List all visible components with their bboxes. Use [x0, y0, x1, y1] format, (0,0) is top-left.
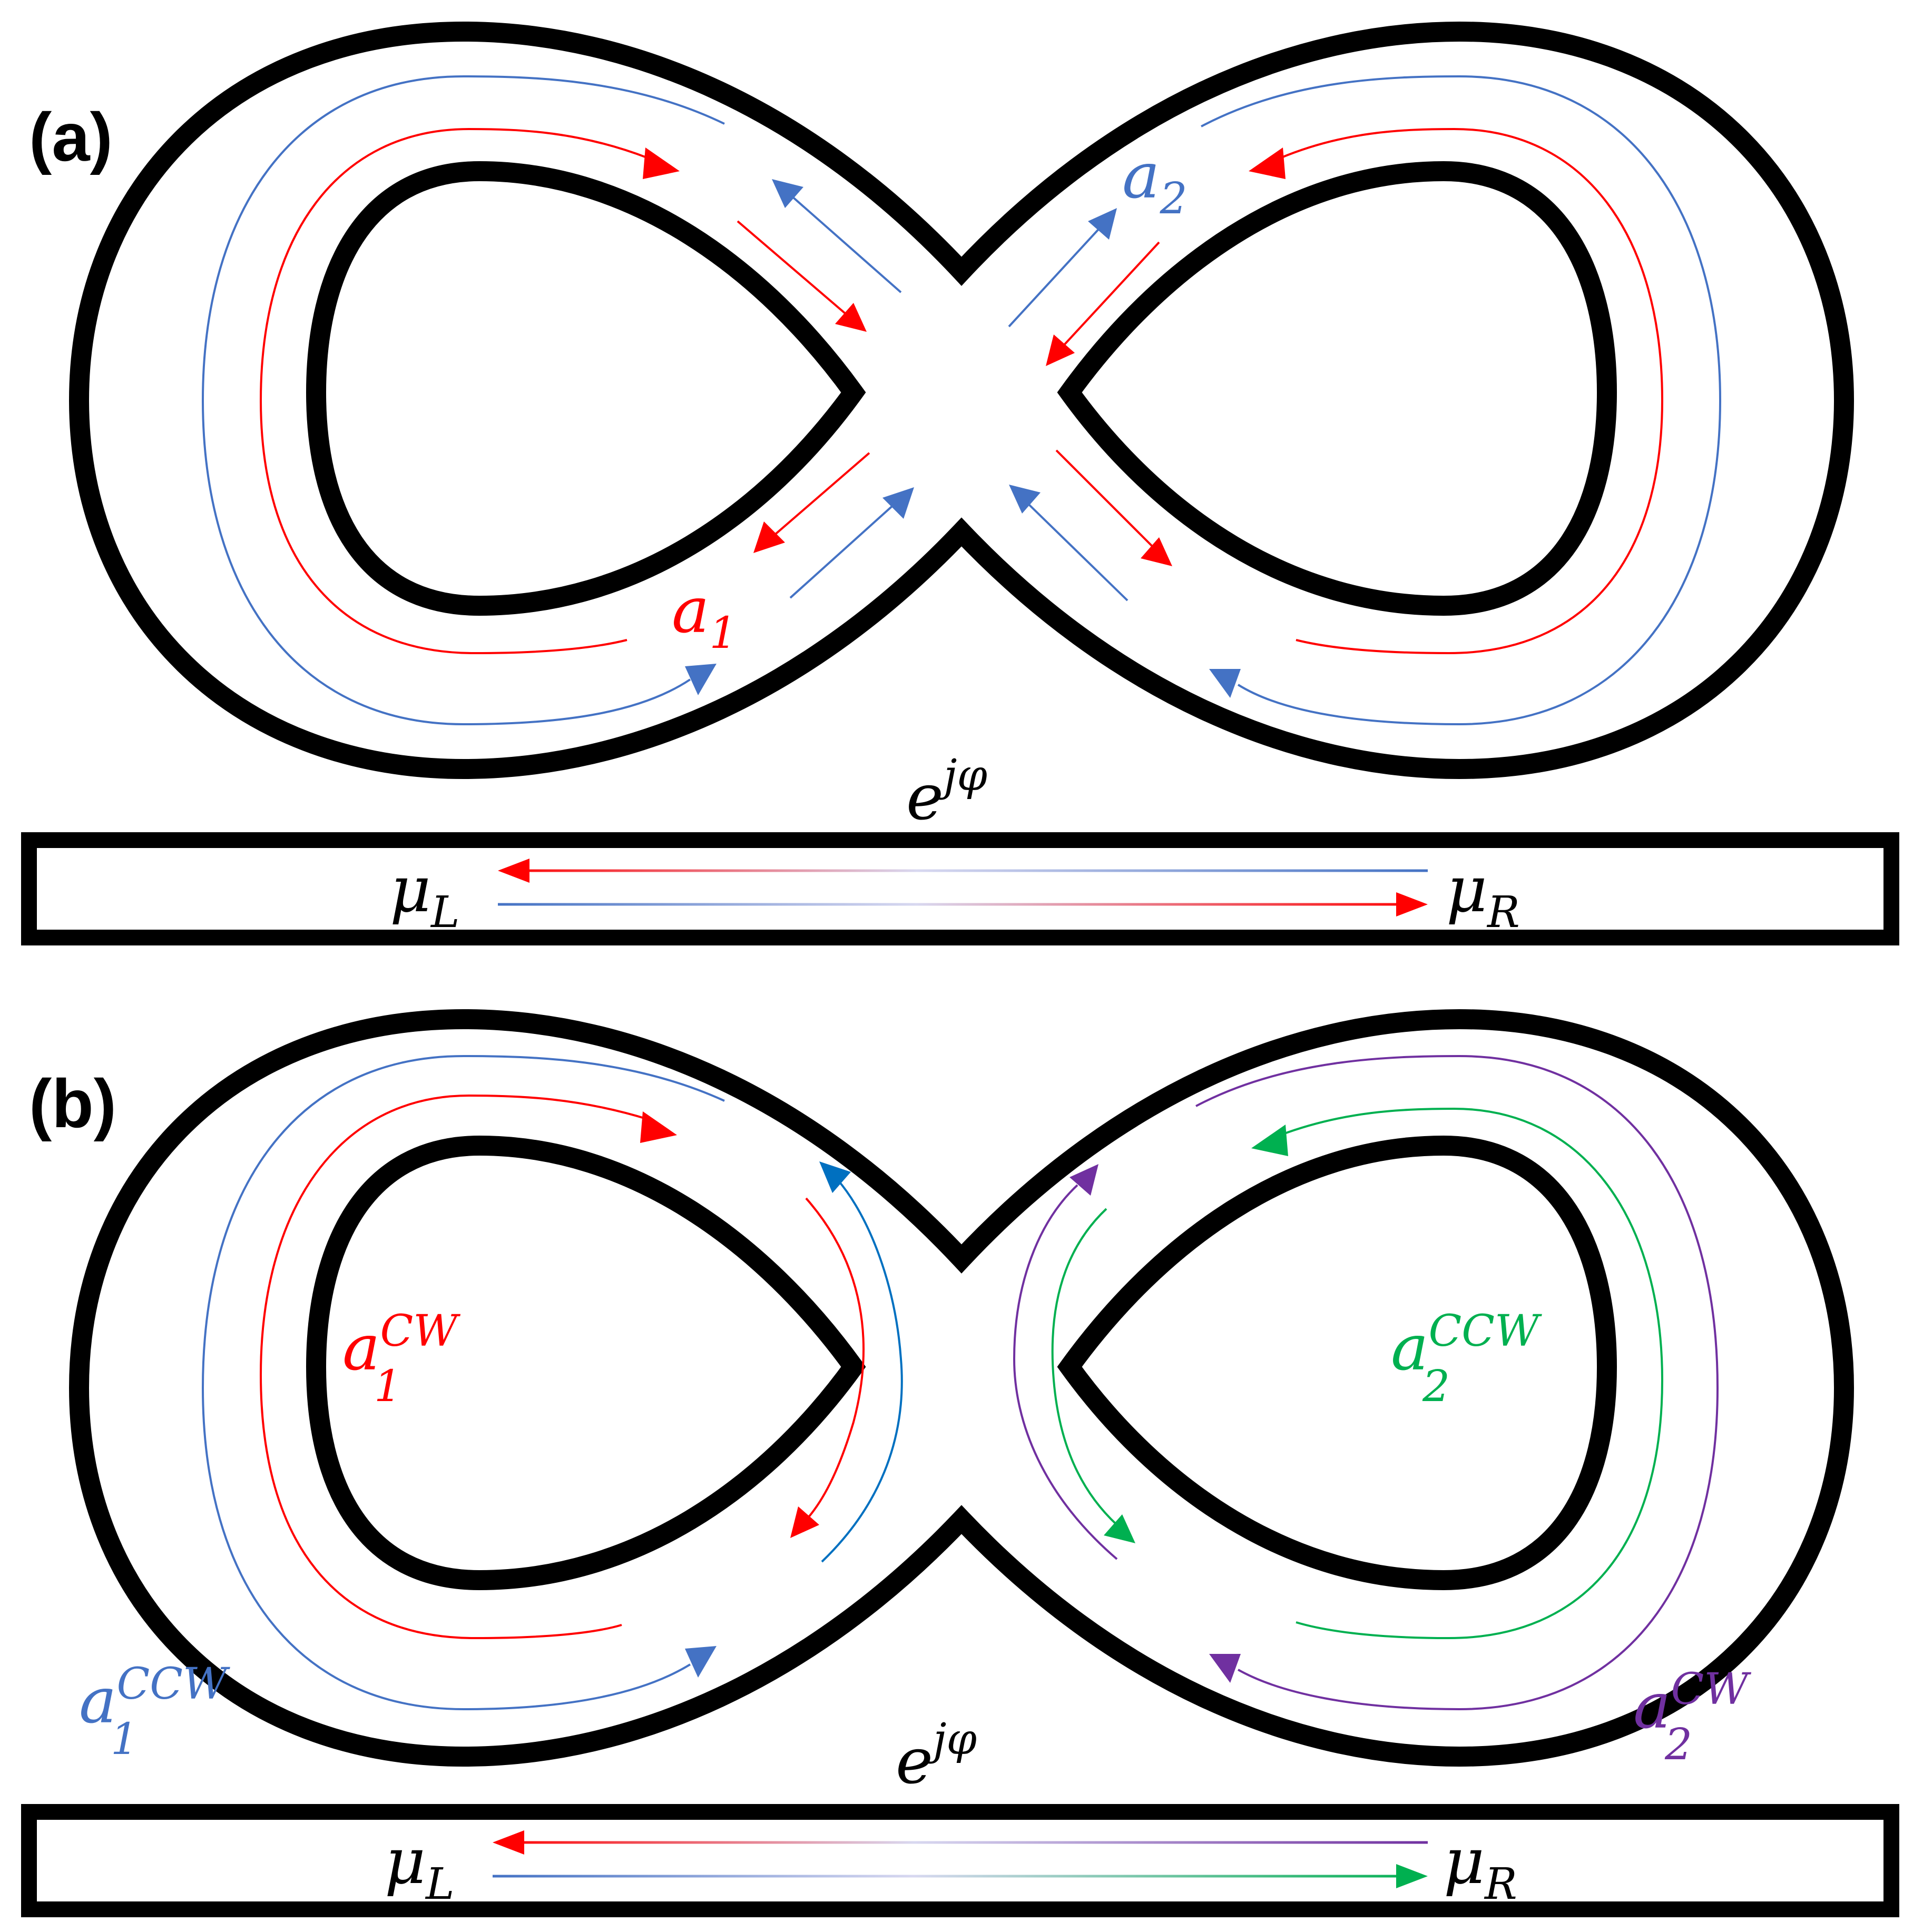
port-mu-l-b: μL [385, 1825, 454, 1909]
right-inner-green-arc-b [1051, 1208, 1118, 1526]
crossing-upper-left-red-arrowhead-a [835, 303, 867, 332]
mode-a2-sub: 2 [1160, 174, 1188, 224]
right-loop-blue-arrowhead-bottom-a [1209, 669, 1241, 698]
right-loop-purple-arrowhead-b [1209, 1654, 1241, 1683]
right-loop-purple-cw-arc-b [1195, 1054, 1719, 1711]
resonator-inner-left-outline-b [306, 1135, 866, 1591]
crossing-lower-right-blue-arrowhead-a [1009, 485, 1041, 514]
right-loop-green-arrowhead-b [1251, 1125, 1288, 1156]
left-loop-blue-arrowhead-bottom-a [685, 664, 717, 695]
right-inner-purple-arc-b [1013, 1184, 1118, 1560]
bus-left-arrowhead-b [493, 1830, 524, 1855]
mode-a2-cw-label: aCW 2 [1633, 1664, 1751, 1770]
port-mu-r-b-sub: R [1484, 1859, 1517, 1909]
mode-a2-label: a2 [1122, 140, 1188, 224]
mode-a2-base: a [1122, 140, 1160, 213]
left-inner-blue-arc-b [821, 1179, 903, 1563]
mode-a2-cw-sub: 2 [1664, 1720, 1692, 1770]
bus-right-arrowhead-a [1396, 892, 1428, 916]
crossing-lower-left-blue-line-a [789, 502, 897, 599]
left-loop-blue-arrowhead-b [685, 1646, 717, 1678]
left-loop-red-arrowhead-top-a [643, 147, 680, 179]
mode-a2-ccw-label: aCCW 2 [1391, 1306, 1542, 1412]
panel-a-label: (a) [29, 98, 113, 175]
left-loop-red-cw-arc-b [259, 1094, 649, 1640]
right-loop-green-ccw-arc-b [1280, 1107, 1664, 1640]
crossing-lower-left-red-arrowhead-a [753, 521, 785, 553]
crossing-upper-left-blue-arrowhead-a [772, 179, 803, 208]
phase-a-sup: jφ [936, 751, 987, 801]
crossing-upper-right-blue-line-a [1008, 225, 1102, 328]
port-mu-r-b: μR [1444, 1825, 1517, 1909]
mode-a1-cw-base: a [342, 1312, 380, 1385]
bus-right-arrowhead-b [1396, 1864, 1428, 1888]
resonator-outer-outline-a [68, 21, 1855, 780]
port-mu-r-a: μR [1446, 853, 1520, 938]
port-mu-l-a-sub: L [430, 888, 459, 938]
right-loop-red-arrowhead-top-a [1249, 147, 1286, 179]
mode-a2-ccw-sup: CCW [1429, 1306, 1542, 1356]
resonator-inner-left-outline-a [306, 161, 866, 616]
mode-a2-ccw-sub: 2 [1422, 1362, 1450, 1412]
left-loop-red-arc-a [259, 127, 649, 655]
left-loop-blue-ccw-arc-b [201, 1054, 725, 1711]
bus-waveguide-b [21, 1804, 1899, 1917]
crossing-lower-left-blue-arrowhead-a [882, 487, 914, 519]
mode-a1-label: a1 [672, 574, 737, 658]
phase-b-sup: jφ [925, 1714, 977, 1765]
resonator-inner-right-outline-b [1057, 1135, 1617, 1591]
mode-a2-ccw-base: a [1391, 1312, 1429, 1385]
left-inner-red-arc-b [805, 1197, 865, 1518]
right-inner-purple-arrowhead-b [1070, 1164, 1098, 1196]
mode-a2-cw-sup: CW [1671, 1664, 1752, 1714]
crossing-lower-left-red-line-a [771, 452, 870, 538]
left-inner-blue-arrowhead-b [819, 1161, 851, 1193]
crossing-upper-left-red-line-a [737, 220, 849, 317]
mode-a1-cw-label: aCW 1 [342, 1306, 460, 1412]
mode-a1-ccw-base: a [79, 1664, 117, 1738]
mode-a2-cw-base: a [1633, 1670, 1671, 1743]
crossing-lower-right-red-arrowhead-a [1141, 537, 1172, 566]
panel-b-label: (b) [29, 1065, 116, 1142]
mode-a1-cw-sup: CW [380, 1306, 461, 1356]
panel-a: (a) a1 [21, 21, 1899, 945]
port-mu-l-b-sub: L [425, 1859, 454, 1909]
port-mu-l-a: μL [390, 853, 459, 938]
crossing-lower-right-red-line-a [1055, 449, 1155, 549]
mode-a1-ccw-sub: 1 [111, 1714, 138, 1765]
left-loop-red-arrowhead-b [640, 1111, 677, 1143]
right-loop-blue-arc-a [1201, 75, 1722, 726]
crossing-upper-right-red-arrowhead-a [1046, 334, 1075, 366]
bus-left-arrowhead-a [498, 859, 529, 883]
mode-a1-sub: 1 [710, 608, 737, 658]
right-loop-red-arc-a [1280, 127, 1664, 655]
port-mu-r-b-base: μ [1444, 1825, 1485, 1898]
port-mu-l-a-base: μ [390, 853, 431, 926]
port-mu-r-a-base: μ [1446, 853, 1487, 926]
mode-a1-ccw-sup: CCW [117, 1659, 230, 1709]
resonator-inner-right-outline-a [1057, 161, 1617, 616]
phase-label-a: ejφ [906, 751, 987, 834]
mode-a1-base: a [672, 574, 710, 647]
left-inner-red-arrowhead-b [790, 1506, 819, 1538]
port-mu-l-b-base: μ [385, 1825, 426, 1898]
right-inner-green-arrowhead-b [1104, 1514, 1135, 1543]
port-mu-r-a-sub: R [1486, 888, 1520, 938]
phase-b-base: e [896, 1725, 933, 1798]
phase-a-base: e [906, 761, 944, 834]
left-loop-blue-arc-a [201, 75, 725, 726]
crossing-lower-right-blue-line-a [1026, 502, 1129, 602]
phase-label-b: ejφ [896, 1714, 977, 1798]
bus-waveguide-a [21, 832, 1899, 945]
crossing-upper-right-red-line-a [1061, 241, 1160, 349]
crossing-upper-left-blue-line-a [789, 194, 902, 293]
crossing-upper-right-blue-arrowhead-a [1088, 208, 1117, 240]
mode-a1-cw-sub: 1 [374, 1362, 401, 1412]
resonator-outer-outline-b [68, 1009, 1855, 1767]
